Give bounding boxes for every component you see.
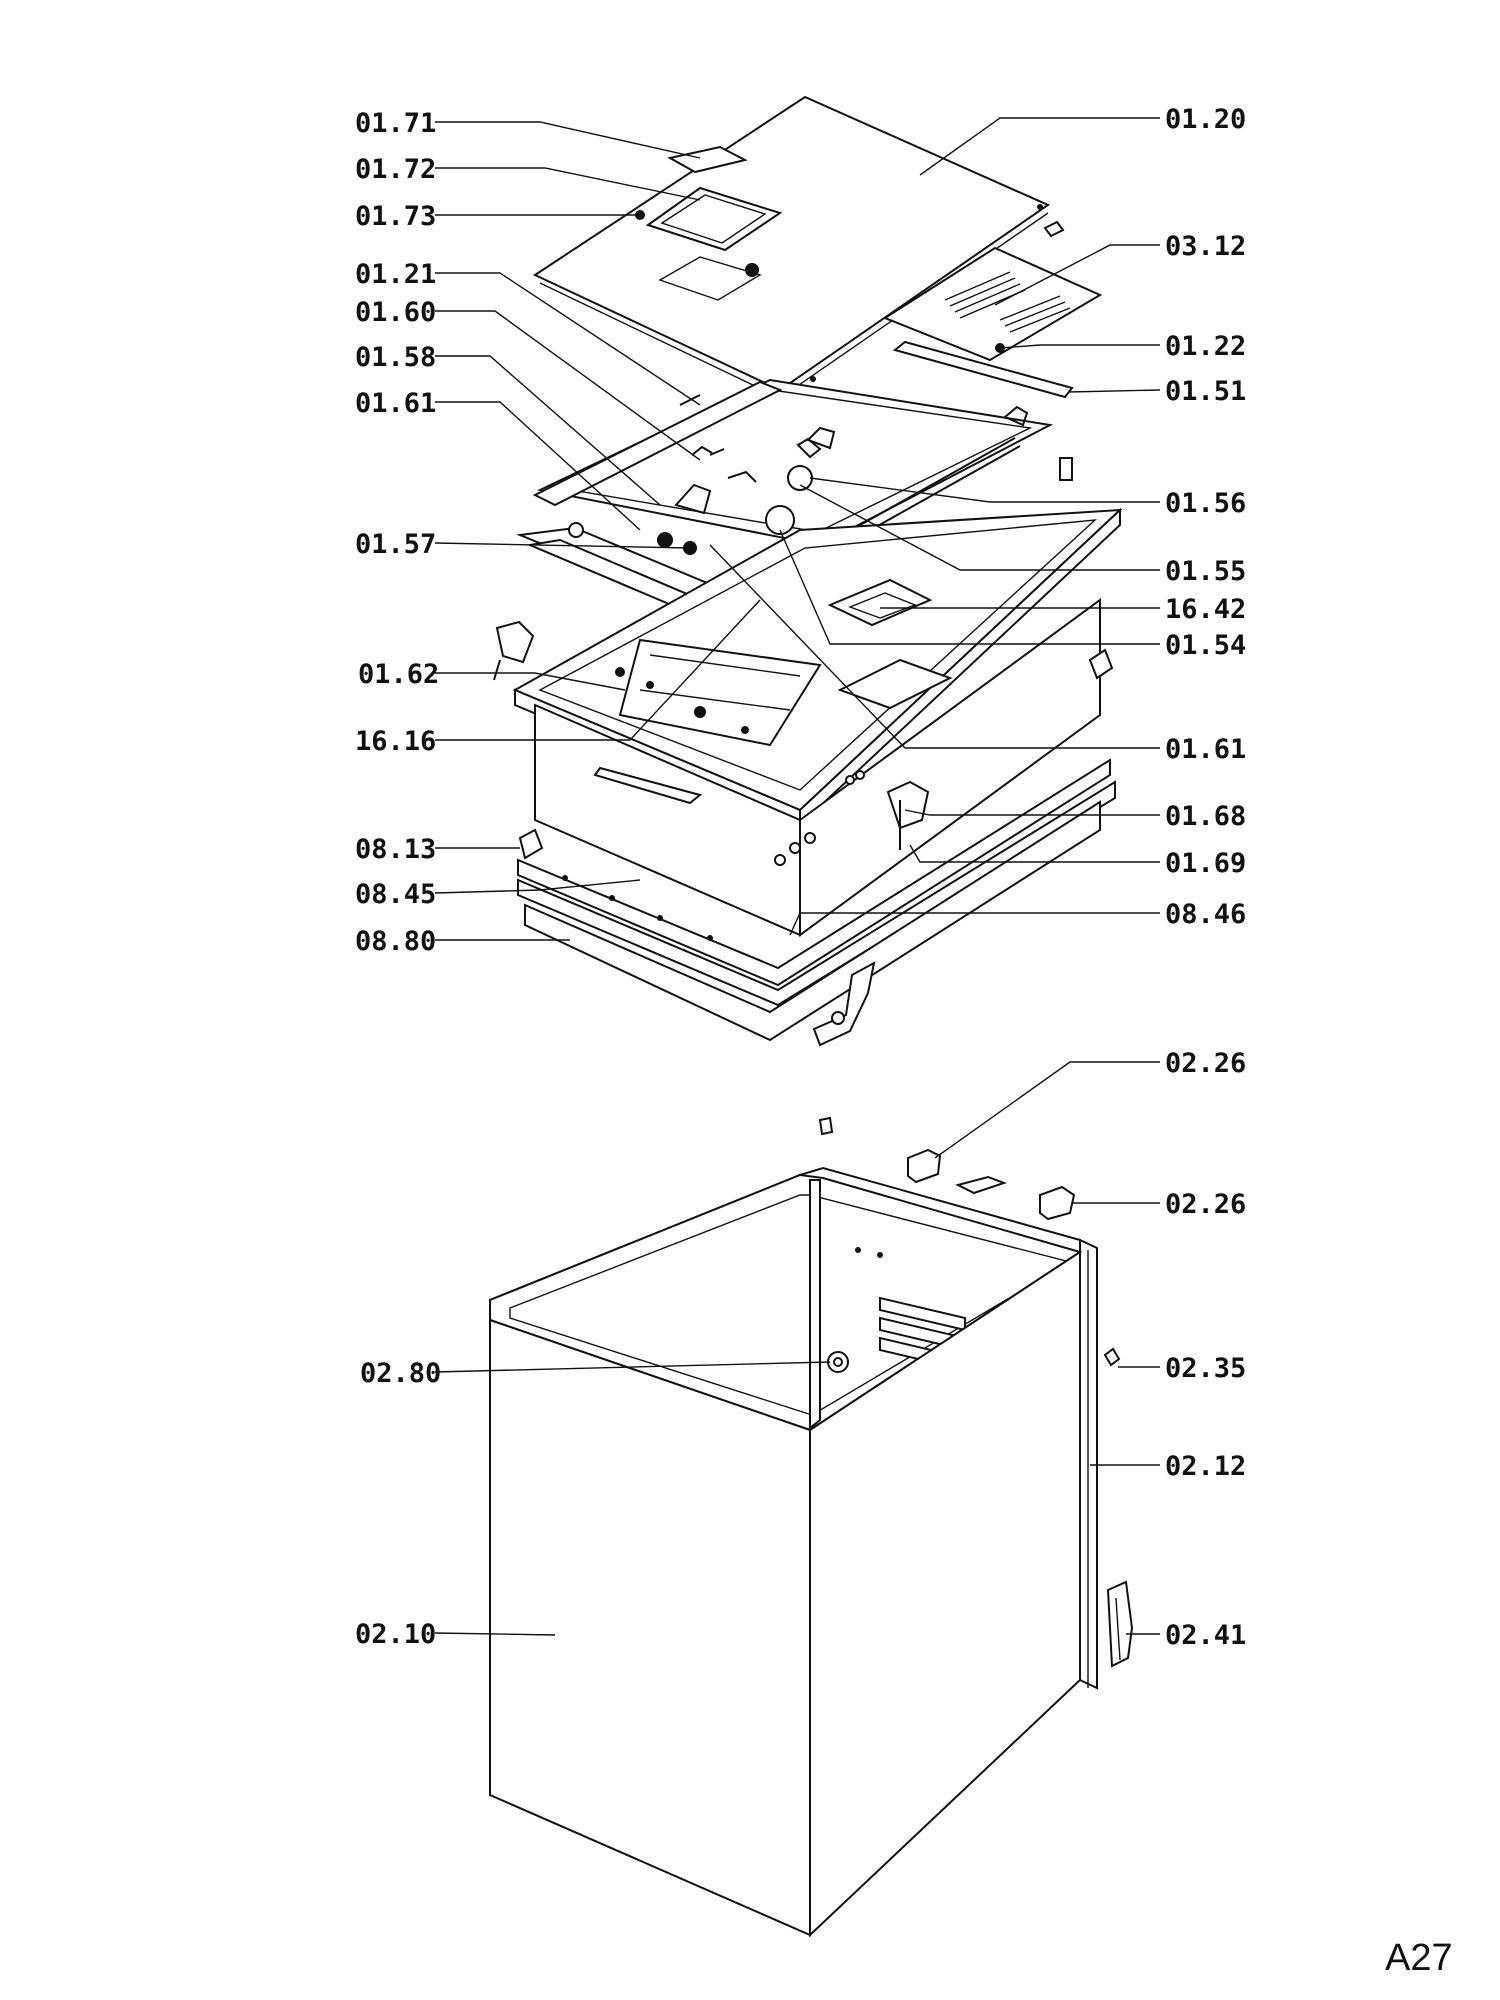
callout-label: 01.56 (1165, 488, 1246, 519)
callout-label: 16.16 (355, 726, 436, 757)
callout-label: 01.54 (1165, 630, 1246, 661)
callout-label: 01.68 (1165, 801, 1246, 832)
callout-label: 08.13 (355, 834, 436, 865)
page-code: A27 (1385, 1937, 1453, 1979)
callout-label: 01.58 (355, 342, 436, 373)
callout-label: 01.62 (358, 659, 439, 690)
callout-label: 03.12 (1165, 231, 1246, 262)
callout-label: 01.72 (355, 154, 436, 185)
callout-label: 01.21 (355, 259, 436, 290)
callout-label: 01.22 (1165, 331, 1246, 362)
callout-label: 02.80 (360, 1358, 441, 1389)
callout-label: 02.35 (1165, 1353, 1246, 1384)
callout-label: 08.80 (355, 926, 436, 957)
cabinet (489, 1116, 1134, 1938)
callout-label: 08.45 (355, 879, 436, 910)
callout-label: 02.10 (355, 1619, 436, 1650)
callout-label: 01.71 (355, 108, 436, 139)
callout-label: 01.61 (355, 388, 436, 419)
callout-label: 08.46 (1165, 899, 1246, 930)
control-unit-housing (493, 507, 1123, 937)
callout-label: 01.57 (355, 529, 436, 560)
callout-label: 01.51 (1165, 376, 1246, 407)
callout-label: 02.26 (1165, 1048, 1246, 1079)
callout-label: 01.20 (1165, 104, 1246, 135)
callout-label: 16.42 (1165, 594, 1246, 625)
callouts-left: 01.71 01.72 01.73 01.21 01.60 01.58 01.6… (355, 108, 441, 1650)
callout-label: 01.60 (355, 297, 436, 328)
callout-label: 02.41 (1165, 1620, 1246, 1651)
callout-label: 02.26 (1165, 1189, 1246, 1220)
callout-label: 01.73 (355, 201, 436, 232)
callout-label: 01.55 (1165, 556, 1246, 587)
leader-lines (434, 117, 1161, 1636)
callout-label: 01.69 (1165, 848, 1246, 879)
gasket-frames (517, 758, 1116, 1047)
callouts-right: 01.20 03.12 01.22 01.51 01.56 01.55 16.4… (1165, 104, 1246, 1651)
callout-label: 02.12 (1165, 1451, 1246, 1482)
callout-label: 01.61 (1165, 734, 1246, 765)
